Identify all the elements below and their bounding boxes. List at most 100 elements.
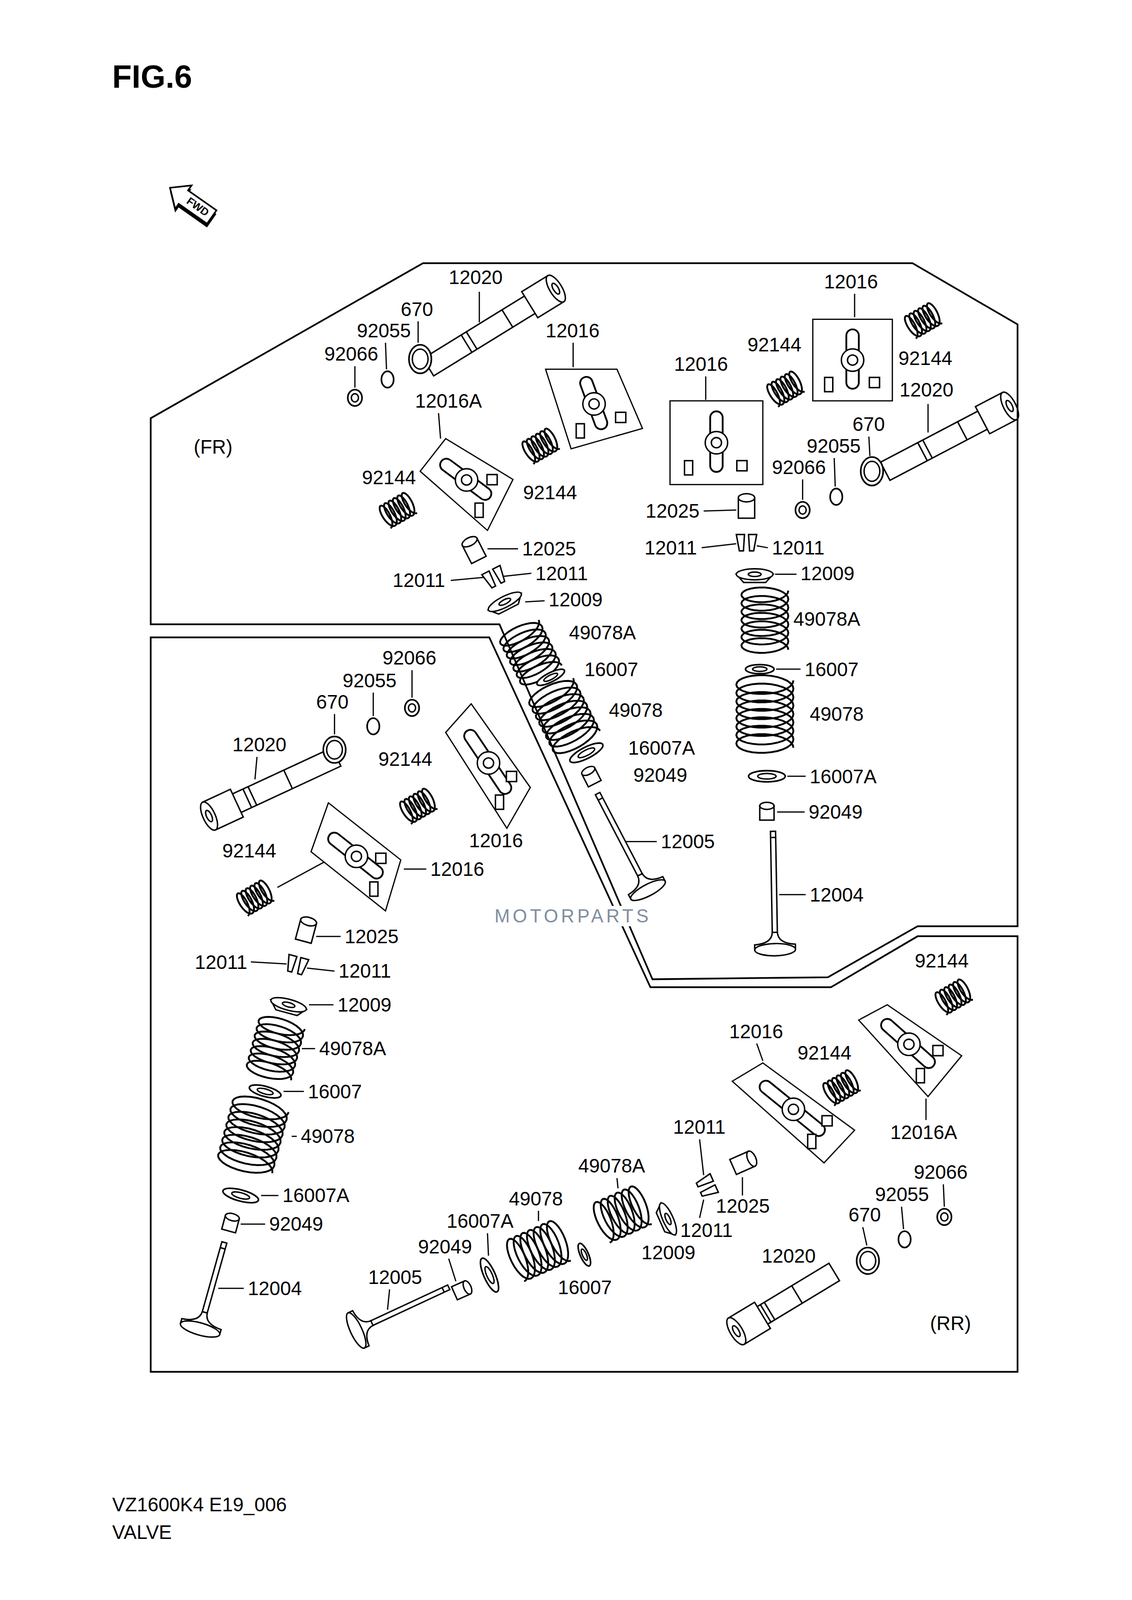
label-slot: 12025 xyxy=(645,501,700,521)
callout-number: 12005 xyxy=(368,1267,423,1287)
region-frame xyxy=(150,263,1018,979)
title-slot: FIG.6 xyxy=(111,60,192,93)
label-slot: 92055 xyxy=(357,320,411,341)
label-slot: 670 xyxy=(848,1204,881,1225)
callout-number: 16007 xyxy=(308,1081,362,1101)
callout-number: 12016 xyxy=(674,354,728,374)
callout-number: 16007 xyxy=(584,659,639,679)
label-slot: 12020 xyxy=(448,267,503,287)
spring-seat xyxy=(476,1255,503,1294)
leader-line xyxy=(853,293,856,317)
rocker-arm-set xyxy=(311,802,401,911)
rocker-bore xyxy=(461,474,472,486)
valve-keepers xyxy=(481,565,508,590)
rocker-arm-body xyxy=(446,464,486,494)
label-slot: 92144 xyxy=(747,334,802,355)
rocker-adjuster xyxy=(824,377,834,392)
callout-number: 12020 xyxy=(448,267,503,287)
engine-valve xyxy=(178,1236,245,1341)
rocker-arm-body xyxy=(887,1024,929,1062)
ring-inner xyxy=(799,505,807,515)
stem-seal xyxy=(221,1211,241,1233)
valve-keepers xyxy=(694,1173,719,1199)
label-slot: 12016 xyxy=(674,354,728,374)
callout-number: 670 xyxy=(315,691,349,712)
label-slot: 16007A xyxy=(809,766,877,787)
rocker-adjuster xyxy=(474,503,484,518)
rocker-bore xyxy=(588,398,599,409)
rocker-adjuster xyxy=(916,1068,925,1083)
label-slot: 12016 xyxy=(545,320,600,341)
leader-line xyxy=(833,457,835,487)
leader-line xyxy=(927,403,929,433)
spring-coil xyxy=(234,878,276,917)
label-slot: 670 xyxy=(852,414,885,434)
ring-inner xyxy=(542,671,559,683)
coil-spring xyxy=(215,1091,290,1179)
spring-coil xyxy=(764,369,806,408)
ring-outer xyxy=(745,664,774,674)
callout-number: 12011 xyxy=(535,563,588,583)
ring-outer xyxy=(381,371,394,388)
callout-number: 12011 xyxy=(194,952,248,972)
coil-spring xyxy=(764,369,806,408)
ring-inner xyxy=(351,393,359,402)
shaft-head-end xyxy=(542,272,570,305)
ring-inner xyxy=(757,773,777,780)
small-ring xyxy=(830,488,843,505)
callout-number: 49078 xyxy=(300,1126,355,1146)
footer-text: VALVE xyxy=(111,1522,172,1542)
callout-number: 49078 xyxy=(809,704,864,724)
callout-number: 12016 xyxy=(545,320,600,341)
label-slot: 670 xyxy=(400,299,434,319)
label-slot: 12011 xyxy=(338,960,392,981)
label-slot: 12011 xyxy=(644,537,697,558)
label-slot: 16007 xyxy=(584,659,639,679)
leader-line xyxy=(943,1183,945,1207)
callout-number: 12020 xyxy=(232,734,287,755)
valve-stem xyxy=(595,792,645,880)
callout-number: 12025 xyxy=(522,538,577,559)
callout-number: 92055 xyxy=(875,1184,929,1204)
callout-number: 12005 xyxy=(660,831,715,851)
leader-line xyxy=(525,600,545,602)
rocker-pad xyxy=(932,1045,944,1056)
valve-stem xyxy=(770,831,778,937)
rocker-adjuster xyxy=(807,1133,817,1148)
label-slot: 92144 xyxy=(797,1042,852,1063)
rocker-arm-set xyxy=(858,1004,962,1097)
callout-number: 92144 xyxy=(797,1042,852,1063)
coil-spring xyxy=(736,675,794,753)
rocker-bore xyxy=(847,354,858,365)
label-slot: 92049 xyxy=(633,765,688,785)
leader-line xyxy=(306,967,335,971)
leader-line xyxy=(862,1226,867,1246)
valve-keepers xyxy=(736,534,757,551)
ring-outer xyxy=(323,736,346,763)
watermark: MOTORPARTS xyxy=(492,905,654,927)
ring-outer xyxy=(856,1247,880,1274)
callout-number: 12020 xyxy=(899,379,954,400)
spring-seat xyxy=(221,1184,260,1206)
spring-coil xyxy=(497,616,564,689)
adjuster-tappet xyxy=(729,1149,759,1175)
leader-line xyxy=(756,545,769,548)
callout-number: 12011 xyxy=(392,570,445,590)
hex-socket xyxy=(550,282,562,296)
rocker-arm-set xyxy=(420,438,514,531)
rocker-pad xyxy=(375,852,386,864)
label-slot: VALVE xyxy=(111,1522,172,1542)
callout-number: 16007A xyxy=(446,1210,514,1231)
figure-title: FIG.6 xyxy=(111,60,192,93)
callout-number: 92055 xyxy=(357,320,411,341)
label-slot: 670 xyxy=(315,691,349,712)
valve-face xyxy=(178,1317,222,1340)
leader-line xyxy=(868,436,870,456)
ring-inner xyxy=(577,745,597,760)
callout-number: 49078A xyxy=(793,609,861,629)
label-slot: 12020 xyxy=(899,379,954,400)
callout-number: 49078A xyxy=(578,1155,645,1176)
spring-coil xyxy=(377,490,419,529)
ring-outer xyxy=(898,1230,911,1248)
